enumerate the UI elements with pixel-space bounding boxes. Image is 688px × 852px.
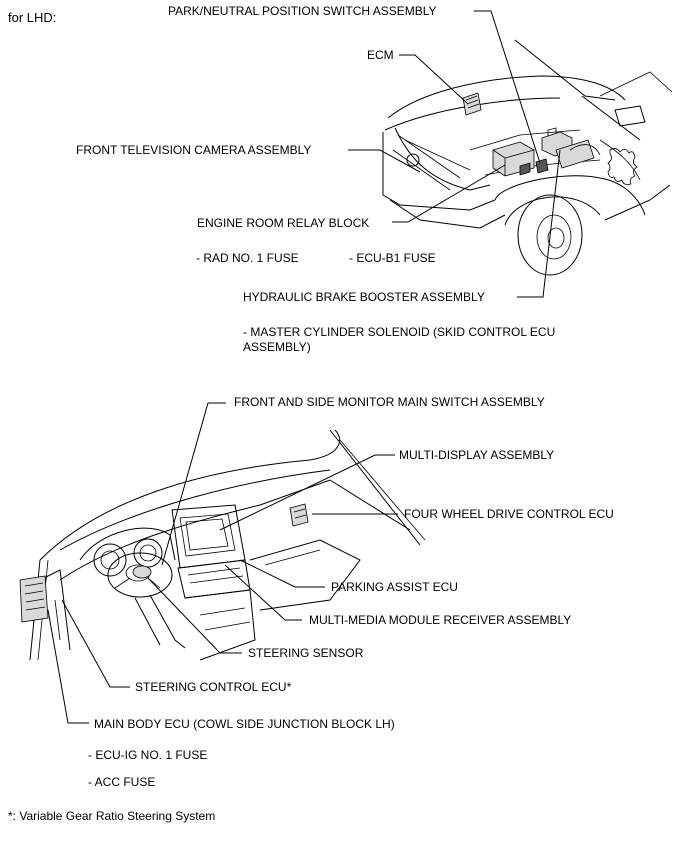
- footnote: *: Variable Gear Ratio Steering System: [8, 809, 216, 823]
- park-neutral-switch-component: [535, 158, 549, 174]
- label-ecu-ig-fuse: - ECU-IG NO. 1 FUSE: [88, 748, 208, 762]
- main-body-ecu-component: [19, 575, 49, 623]
- label-multi-display: MULTI-DISPLAY ASSEMBLY: [399, 448, 555, 462]
- label-engine-room-relay-block: ENGINE ROOM RELAY BLOCK: [197, 216, 370, 230]
- label-ecu-b1-fuse: - ECU-B1 FUSE: [349, 251, 436, 265]
- four-wd-ecu-component: [289, 503, 309, 527]
- vehicle-interior-illustration: [29, 429, 426, 661]
- label-rad-fuse: - RAD NO. 1 FUSE: [196, 251, 299, 265]
- label-four-wd-ecu: FOUR WHEEL DRIVE CONTROL ECU: [404, 507, 614, 521]
- diagram-title: for LHD:: [8, 10, 57, 25]
- label-master-cylinder-solenoid: - MASTER CYLINDER SOLENOID (SKID CONTROL…: [243, 325, 556, 354]
- brake-booster-component: [541, 127, 601, 169]
- relay-block-component: [492, 141, 535, 177]
- label-steering-control-ecu: STEERING CONTROL ECU*: [135, 680, 292, 694]
- label-brake-booster: HYDRAULIC BRAKE BOOSTER ASSEMBLY: [243, 290, 485, 304]
- label-parking-assist-ecu: PARKING ASSIST ECU: [331, 580, 458, 594]
- label-ecm: ECM: [367, 48, 394, 62]
- vehicle-engine-compartment-illustration: [382, 39, 673, 276]
- label-steering-sensor: STEERING SENSOR: [248, 646, 364, 660]
- label-front-tv-camera: FRONT TELEVISION CAMERA ASSEMBLY: [76, 143, 312, 157]
- label-park-neutral-switch: PARK/NEUTRAL POSITION SWITCH ASSEMBLY: [168, 4, 437, 18]
- label-main-body-ecu: MAIN BODY ECU (COWL SIDE JUNCTION BLOCK …: [94, 717, 395, 731]
- label-monitor-main-switch: FRONT AND SIDE MONITOR MAIN SWITCH ASSEM…: [234, 395, 545, 409]
- label-multimedia-receiver: MULTI-MEDIA MODULE RECEIVER ASSEMBLY: [309, 613, 572, 627]
- label-acc-fuse: - ACC FUSE: [88, 775, 156, 789]
- ecm-component: [462, 92, 482, 116]
- steering-sensor-component: [132, 565, 152, 579]
- leader-lines: [47, 10, 561, 724]
